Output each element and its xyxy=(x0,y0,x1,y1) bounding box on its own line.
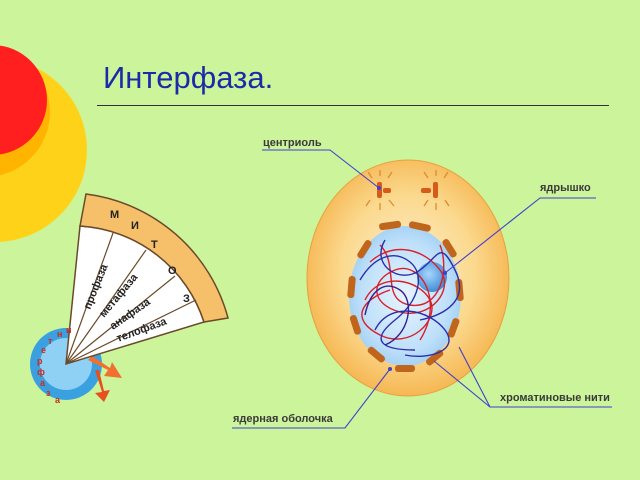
decor-circles xyxy=(0,45,87,242)
label-nuclear-envelope: ядерная оболочка xyxy=(233,413,334,425)
centriole-right xyxy=(421,182,438,198)
mitosis-letter: З xyxy=(183,293,190,305)
interphase-letter: н xyxy=(57,329,62,339)
centrosome-rays xyxy=(365,170,450,210)
mitosis-letter: И xyxy=(131,220,139,232)
chromatin-threads xyxy=(359,239,461,357)
label-chromatin: хроматиновые нити xyxy=(500,392,610,404)
label-nucleolus: ядрышко xyxy=(540,182,591,194)
nuclear-envelope xyxy=(347,220,464,372)
slide-title: Интерфаза. xyxy=(103,60,274,95)
interphase-letter: т xyxy=(48,336,53,346)
interphase-letter: з xyxy=(46,388,51,398)
leader-lines xyxy=(232,149,612,429)
title-underline xyxy=(97,105,609,106)
interphase-letter: ф xyxy=(37,367,45,377)
label-centriole: центриоль xyxy=(263,137,322,149)
interphase-letter: а xyxy=(55,395,61,405)
interphase-letter: е xyxy=(41,345,46,355)
interphase-letter: р xyxy=(37,356,43,366)
centriole-left xyxy=(377,182,391,198)
mitosis-letter: М xyxy=(110,209,119,221)
cell-cycle-wheel: М И Т О З профаза метафаза анафаза телоф… xyxy=(30,193,229,405)
mitosis-letter: О xyxy=(168,265,177,277)
interphase-letter: и xyxy=(66,325,72,335)
interphase-letter: а xyxy=(40,378,46,388)
mitosis-letter: Т xyxy=(151,239,158,251)
cell xyxy=(306,159,510,397)
